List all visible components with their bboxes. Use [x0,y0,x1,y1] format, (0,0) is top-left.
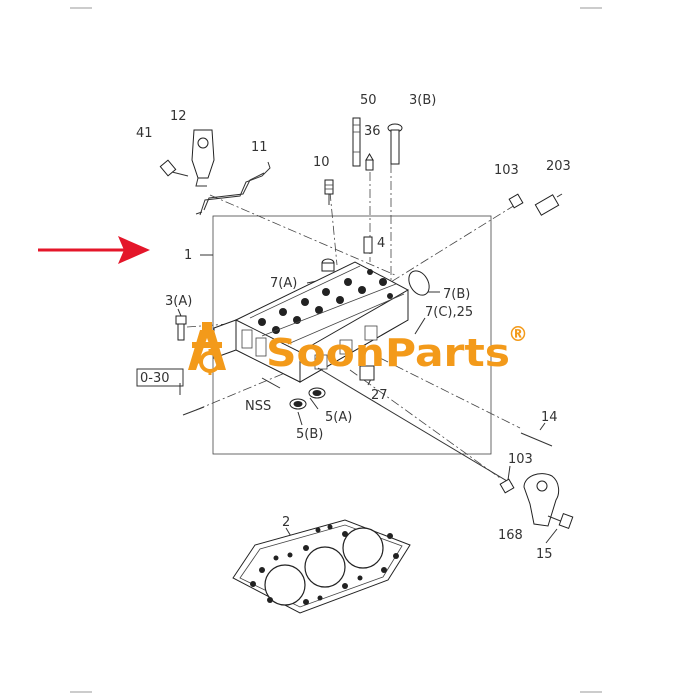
stud-50 [352,117,361,167]
label-nss: NSS [245,399,271,414]
part-labels: 50 3(B) 36 12 41 11 10 103 203 1 4 7(A) … [136,93,571,562]
label-7b: 7(B) [443,287,470,302]
label-15: 15 [536,547,553,562]
rod-14 [520,432,553,447]
rod-long [317,367,513,485]
head-gasket-2 [232,519,411,614]
bolt-3b [387,123,403,165]
label-7c-25: 7(C),25 [425,305,473,320]
sleeve-4 [363,236,373,254]
sensor-203 [534,193,563,216]
label-27: 27 [371,388,388,403]
wire-11 [195,161,271,216]
soonparts-logo: SoonParts ® [188,322,528,375]
brand-name: SoonParts [266,331,510,375]
label-203: 203 [546,159,571,174]
label-5a: 5(A) [325,410,352,425]
label-14: 14 [541,410,558,425]
crop-marks [70,7,602,693]
bracket-168 [523,473,560,527]
label-10: 10 [313,155,330,170]
label-103-top: 103 [494,163,519,178]
glow-plug-10 [324,179,334,205]
label-11: 11 [251,140,268,155]
bolt-3a [175,315,187,341]
label-4: 4 [377,236,385,251]
label-36: 36 [364,124,381,139]
label-3b: 3(B) [409,93,436,108]
bolt-41 [159,159,189,177]
label-41: 41 [136,126,153,141]
washer-5a [308,387,326,399]
cover-7b [408,270,430,296]
label-12: 12 [170,109,187,124]
bolt-15 [547,513,574,529]
label-50: 50 [360,93,377,108]
cap-103-top [508,193,524,209]
label-2: 2 [282,515,290,530]
label-5b: 5(B) [296,427,323,442]
label-3a: 3(A) [165,294,192,309]
label-box-0-30 [136,368,184,387]
plug-36 [365,153,374,171]
label-103-lower: 103 [508,452,533,467]
label-0-30: 0-30 [140,371,170,386]
label-1: 1 [184,248,192,263]
washer-5b [289,398,307,410]
registered-mark: ® [508,322,528,346]
bracket-12 [191,129,215,187]
stud-0-30 [182,406,205,416]
pointer-arrow [38,236,150,264]
label-7a: 7(A) [270,276,297,291]
cap-103-lower [499,478,515,494]
label-168: 168 [498,528,523,543]
